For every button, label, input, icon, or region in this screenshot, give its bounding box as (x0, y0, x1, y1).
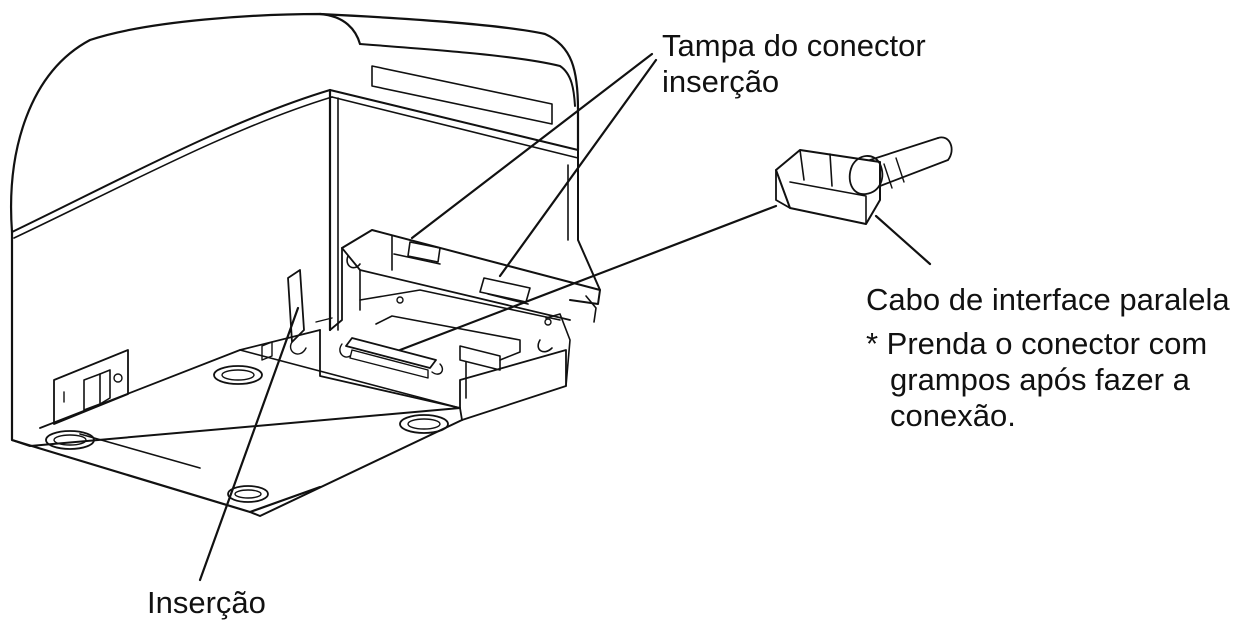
power-switch-icon (53, 349, 129, 425)
cable-note-line3: conexão. (890, 398, 1016, 433)
parallel-cable-illustration (775, 136, 953, 225)
leader-cover-left (410, 52, 654, 240)
leader-cover-right (498, 58, 658, 278)
connector-cover-label-line2: inserção (662, 64, 780, 99)
cable-note-line2: grampos após fazer a (890, 362, 1190, 397)
cable-note: * Prenda o conector com grampos após faz… (866, 326, 1207, 434)
leader-lines (198, 52, 932, 582)
leader-insertion (198, 306, 300, 582)
insertion-label: Inserção (147, 585, 266, 620)
cable-label: Cabo de interface paralela (866, 282, 1230, 317)
leader-cable-label (874, 214, 932, 266)
cable-note-line1: * Prenda o conector com (866, 326, 1208, 361)
connector-cover-label-line1: Tampa do conector (662, 28, 926, 63)
printer-illustration (10, 12, 601, 517)
connector-cover-label: Tampa do conector inserção (662, 28, 926, 100)
connector-bay-illustration (319, 229, 601, 421)
leader-cable-to-port (398, 204, 778, 352)
